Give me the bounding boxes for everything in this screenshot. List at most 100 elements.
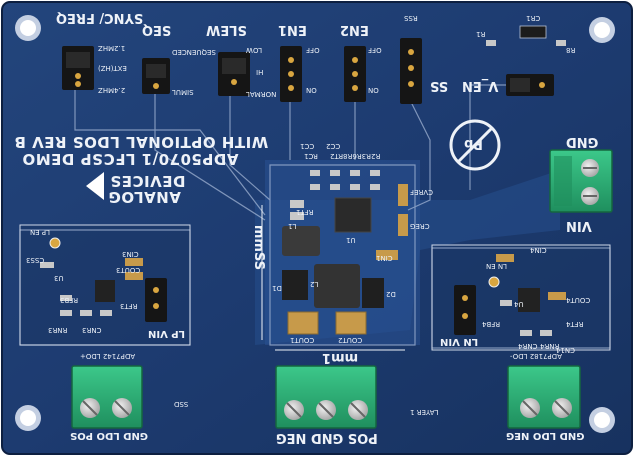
mounting-hole	[15, 15, 41, 41]
terminal-vin-gnd-label: GND	[566, 134, 599, 149]
label-u4: U4	[514, 300, 524, 308]
label-ldo-neg-part: ADP7182 LDO-	[510, 352, 562, 360]
label-cin1: CIN1	[376, 254, 393, 262]
label-ldo-pos-part: ADP7142 LDO+	[80, 352, 136, 360]
terminal-ldo-pos-label: GND LDO POS	[70, 430, 149, 441]
terminal-ldo-pos	[71, 365, 143, 429]
label-cout3: COUT3	[116, 266, 141, 274]
dimension-label-vertical: mmSS	[251, 224, 267, 271]
terminal-vin-label: VIN	[566, 218, 592, 233]
jumper-sync-freq-opt1: 1.2MHZ	[98, 44, 126, 52]
pb-free-icon	[449, 119, 501, 171]
component-u1	[334, 197, 372, 233]
label-cc1: CC1	[300, 142, 315, 150]
label-d1: D1	[272, 284, 282, 292]
jumper-en2	[344, 46, 366, 102]
jumper-slew-opt3: HI	[256, 68, 264, 76]
label-l1: L1	[288, 222, 297, 230]
label-ln-vin: LN VIN	[440, 336, 479, 347]
board-title-line1: WITH OPTIONAL LDOS REV B	[14, 133, 269, 151]
label-lp-vin: LP VIN	[148, 328, 186, 339]
component-l1	[282, 226, 320, 256]
component-r8	[556, 40, 566, 46]
jumper-sync-freq-opt3: 2.4MHZ	[98, 86, 126, 94]
jumper-rss-label: RSS	[404, 14, 418, 22]
test-point	[49, 237, 61, 249]
jumper-rss	[400, 38, 422, 104]
jumper-ln-vin	[454, 285, 476, 335]
jumper-seq-opt1: SEQUENCED	[172, 48, 216, 56]
ldo-negative-section	[431, 244, 611, 351]
jumper-en1-off: OFF	[306, 46, 320, 54]
jumper-v-en	[506, 74, 554, 96]
jumper-en2-off: OFF	[368, 46, 382, 54]
label-l2: L2	[310, 280, 319, 288]
label-creg: CREG	[410, 222, 430, 230]
component-cr1	[519, 25, 547, 39]
jumper-seq	[142, 58, 170, 94]
jumper-v-en-label: V_EN	[462, 78, 499, 93]
label-ln-en: LN EN	[486, 262, 508, 270]
label-u1: U1	[346, 236, 356, 244]
analog-devices-logo-icon	[86, 172, 104, 200]
component-d2	[362, 278, 384, 308]
label-rfb3: RFB3	[60, 296, 79, 304]
label-rc1: RC1	[304, 152, 318, 160]
ldo-positive-section	[19, 224, 191, 346]
label-cout4: COUT4	[566, 296, 591, 304]
jumper-en2-on: ON	[368, 86, 379, 94]
jumper-en1-label: EN1	[278, 22, 307, 37]
jumper-slew	[218, 52, 250, 96]
label-cin3: CIN3	[122, 250, 139, 258]
jumper-sync-freq	[62, 46, 94, 90]
terminal-main-outputs	[275, 365, 377, 429]
jumper-ss-label: SS	[430, 78, 449, 93]
pb-free-label: Pb	[464, 136, 483, 151]
label-rft3: RFT3	[120, 302, 138, 310]
jumper-en2-label: EN2	[340, 22, 369, 37]
component-u3	[95, 280, 115, 302]
label-d2: D2	[386, 290, 396, 298]
component-cout1	[287, 311, 319, 335]
terminal-main-label: POS GND NEG	[276, 430, 378, 445]
label-layer: LAYER 1	[410, 408, 439, 416]
terminal-vin	[549, 149, 613, 213]
jumper-seq-label: SEQ	[142, 22, 172, 37]
label-css3: CSS3	[26, 256, 45, 264]
jumper-lp-vin	[145, 278, 167, 322]
dimension-marker	[261, 205, 405, 351]
jumper-slew-opt1: LOW	[246, 46, 263, 54]
component-r1	[486, 40, 496, 46]
component-u4	[518, 288, 540, 312]
component-cvref	[398, 184, 408, 206]
label-rft1: RFT1	[296, 208, 314, 216]
brand-name-line1: ANALOG	[108, 188, 181, 206]
label-cnr3: CNR3	[82, 326, 102, 334]
component-smd-cluster	[290, 170, 380, 220]
component-l2	[314, 264, 360, 308]
terminal-ldo-neg	[507, 365, 581, 429]
terminal-ldo-neg-label: GND LDO NEG	[506, 430, 585, 441]
label-ssd: SSD	[174, 400, 189, 408]
jumper-sync-freq-opt2: EXT(HZ)	[98, 64, 127, 72]
dimension-label-horizontal: mm1	[322, 350, 359, 365]
jumper-seq-opt2: SIMUL	[172, 88, 194, 96]
mounting-hole	[589, 17, 615, 43]
component-cout4	[548, 292, 566, 300]
jumper-slew-opt2: NORMAL	[246, 90, 277, 98]
component-cin3	[125, 258, 143, 266]
label-cin4: CIN4	[530, 246, 547, 254]
label-rnr3: RNR3	[48, 326, 68, 334]
label-cr1: CR1	[526, 14, 541, 22]
component-creg	[398, 214, 408, 236]
component-cin1	[376, 250, 398, 260]
component-cin4	[496, 254, 514, 262]
label-u3: U3	[54, 274, 64, 282]
label-lp-en: LP EN	[30, 228, 51, 236]
label-cout2: COUT2	[338, 336, 363, 344]
label-r8: R8	[566, 46, 576, 54]
jumper-sync-freq-label: SYNC/ FREQ	[56, 10, 144, 25]
jumper-slew-label: SLEW	[206, 22, 247, 37]
label-r1: R1	[476, 30, 486, 38]
